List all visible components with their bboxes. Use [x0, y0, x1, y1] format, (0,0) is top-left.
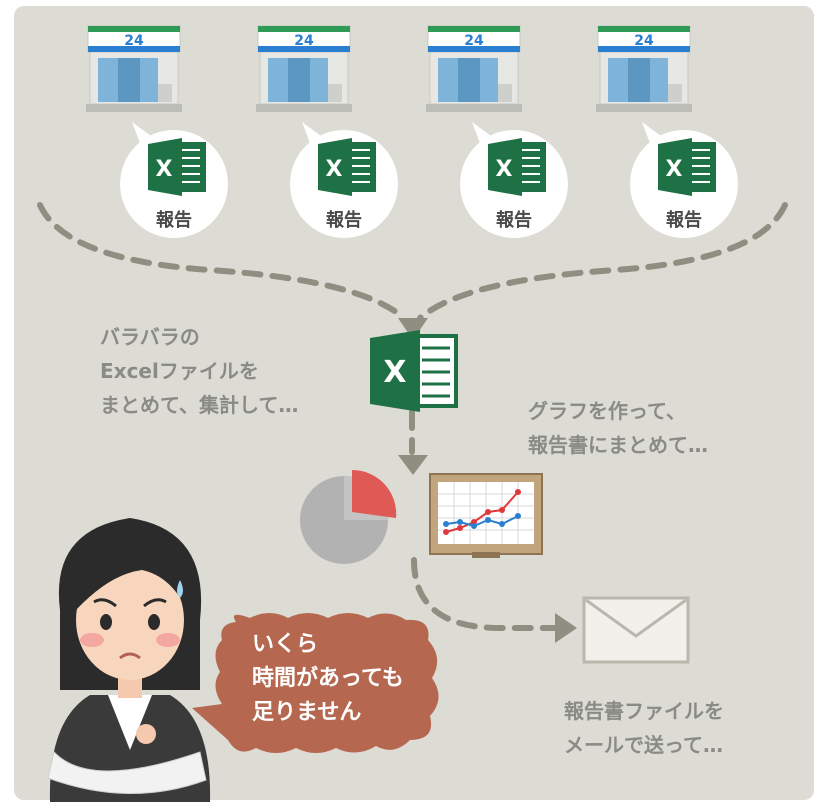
worried-woman-illustration: [47, 518, 211, 802]
svg-text:X: X: [156, 157, 173, 182]
report-label: 報告: [156, 210, 192, 231]
report-label: 報告: [326, 210, 362, 231]
svg-text:X: X: [666, 157, 683, 182]
pie-chart-icon: [300, 470, 397, 564]
excel-report-icon: X: [120, 122, 228, 238]
store-1: 24: [84, 18, 184, 118]
report-bubble-2: X 報告: [288, 120, 400, 240]
envelope-icon: [582, 596, 690, 664]
store-sign: 24: [124, 33, 144, 49]
speech-bubble: [192, 613, 439, 753]
store-3: 24: [424, 18, 524, 118]
report-bubble-1: X 報告: [118, 120, 230, 240]
store-sign: 24: [294, 33, 314, 49]
consolidate-excel-text: バラバラの Excelファイルを まとめて、集計して…: [100, 325, 299, 417]
excel-report-icon: X: [460, 122, 568, 238]
report-label: 報告: [496, 210, 532, 231]
make-report-text: グラフを作って、 報告書にまとめて…: [528, 399, 708, 457]
convenience-store-icon: 24: [426, 25, 522, 112]
speech-text: いくら 時間があっても 足りません: [252, 632, 404, 725]
store-4: 24: [594, 18, 694, 118]
line-chart-icon: [429, 473, 543, 558]
store-sign: 24: [464, 33, 484, 49]
svg-text:X: X: [326, 157, 343, 182]
excel-report-icon: X: [290, 122, 398, 238]
svg-text:X: X: [496, 157, 513, 182]
convenience-store-icon: 24: [86, 25, 182, 112]
svg-text:X: X: [383, 355, 406, 390]
report-label: 報告: [666, 210, 702, 231]
report-bubble-3: X 報告: [458, 120, 570, 240]
excel-report-icon: X: [630, 122, 738, 238]
send-email-text: 報告書ファイルを メールで送って…: [564, 699, 724, 757]
store-sign: 24: [634, 33, 654, 49]
report-bubble-4: X 報告: [628, 120, 740, 240]
convenience-store-icon: 24: [596, 25, 692, 112]
excel-icon: X: [370, 330, 458, 412]
store-2: 24: [254, 18, 354, 118]
convenience-store-icon: 24: [256, 25, 352, 112]
